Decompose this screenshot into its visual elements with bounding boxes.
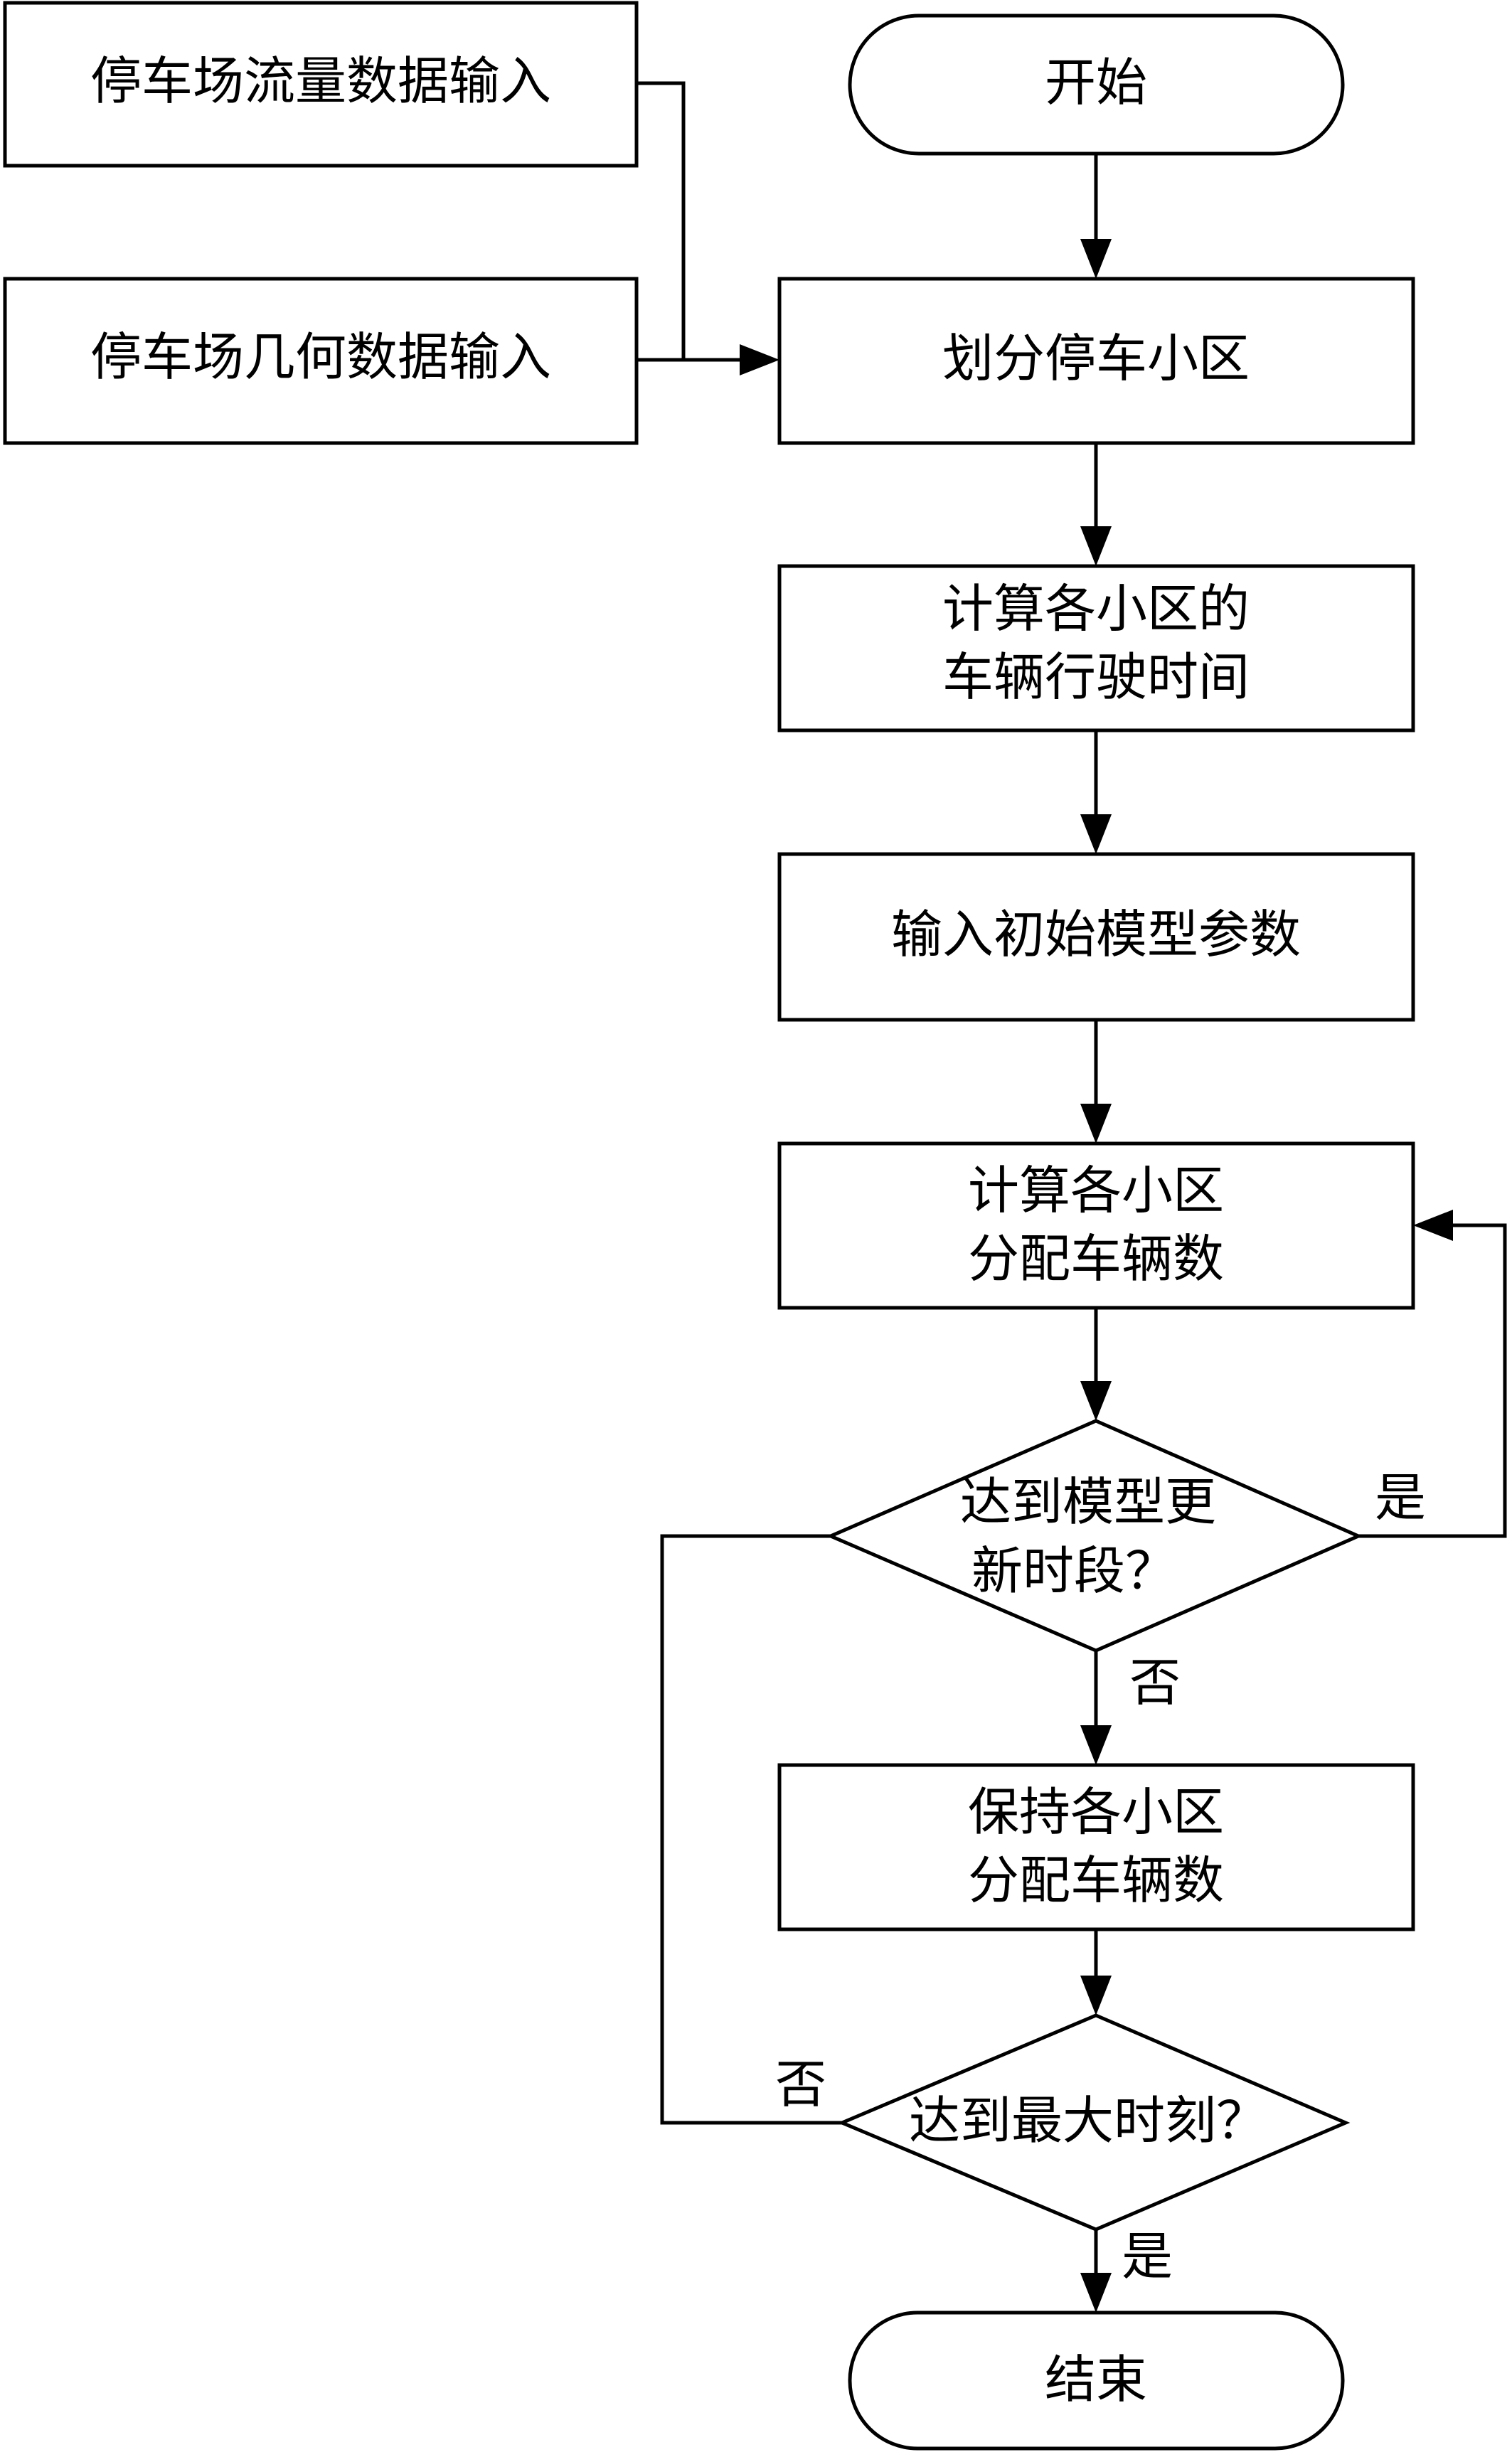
update-period-decision: 达到模型更 新时段？: [826, 1419, 1363, 1653]
travel-time-box: 计算各小区的 车辆行驶时间: [777, 564, 1415, 732]
geometry-data-input-box: 停车场几何数据输入: [3, 277, 639, 445]
keep-label-2: 分配车辆数: [968, 1850, 1224, 1910]
keep-box: 保持各小区 分配车辆数: [777, 1763, 1415, 1931]
flow-data-input-box: 停车场流量数据输入: [3, 1, 639, 168]
end-label: 结束: [1045, 2350, 1147, 2409]
travel-time-label-2: 车辆行驶时间: [942, 647, 1250, 707]
keep-label-1: 保持各小区: [968, 1782, 1224, 1842]
connectors: [660, 154, 1507, 2313]
update-yes-label: 是: [1375, 1468, 1426, 1528]
input-connector: [637, 81, 686, 360]
geometry-data-input-label: 停车场几何数据输入: [90, 327, 551, 387]
max-yes-label: 是: [1122, 2227, 1173, 2286]
allocate-label-2: 分配车辆数: [968, 1229, 1224, 1289]
init-params-box: 输入初始模型参数: [777, 852, 1415, 1022]
allocate-box: 计算各小区 分配车辆数: [777, 1141, 1415, 1310]
update-no-label: 否: [1129, 1653, 1181, 1712]
divide-zones-box: 划分停车小区: [777, 277, 1415, 445]
max-time-label: 达到最大时刻？: [909, 2091, 1267, 2150]
start-terminal: 开始: [848, 14, 1345, 156]
allocate-label-1: 计算各小区: [968, 1161, 1224, 1220]
arrow-head: [740, 344, 779, 375]
update-decision-label-2: 新时段？: [971, 1541, 1176, 1601]
divide-zones-label: 划分停车小区: [942, 329, 1250, 388]
max-time-decision: 达到最大时刻？: [837, 2013, 1351, 2232]
travel-time-label-1: 计算各小区的: [942, 579, 1250, 639]
end-terminal: 结束: [848, 2311, 1345, 2451]
start-label: 开始: [1045, 53, 1147, 112]
init-params-label: 输入初始模型参数: [891, 905, 1301, 964]
flow-data-input-label: 停车场流量数据输入: [90, 51, 551, 111]
update-decision-label-1: 达到模型更: [960, 1472, 1216, 1532]
max-no-label: 否: [775, 2054, 826, 2114]
